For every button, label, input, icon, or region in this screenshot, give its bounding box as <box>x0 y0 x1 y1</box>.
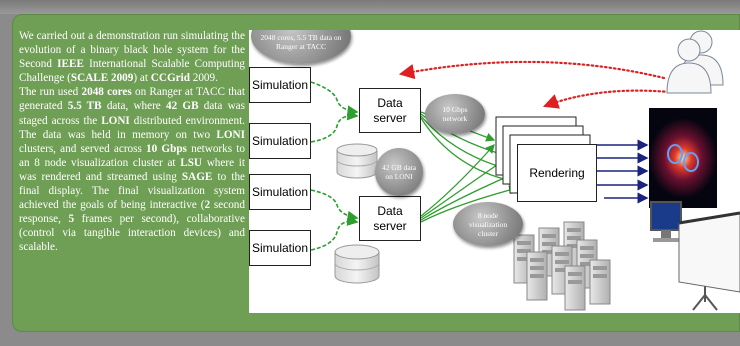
bold-run: 42 GB <box>165 100 199 113</box>
simulation-box: Simulation <box>249 123 311 159</box>
text-run: on Ranger at TACC that generated <box>19 86 245 113</box>
callout-vis-cluster: 8 node visualization cluster <box>453 202 523 246</box>
bold-run: 10 Gbps <box>146 142 187 155</box>
architecture-diagram: Simulation Simulation Simulation Simulat… <box>249 30 740 313</box>
top-strip <box>0 0 740 14</box>
display-icon <box>650 201 740 311</box>
callout-network: 10 Gbps network <box>425 94 485 134</box>
bold-run: 5 <box>68 213 75 226</box>
simulation-box: Simulation <box>249 230 311 266</box>
rendering-box: Rendering <box>517 144 597 202</box>
cluster-racks-icon <box>513 221 611 311</box>
text-run: 2009. <box>189 72 218 85</box>
text-run: We carried out a demonstration run simul… <box>19 30 245 71</box>
storage-icon <box>336 143 378 179</box>
text-run: The run used <box>19 86 82 99</box>
storage-icon <box>334 244 380 284</box>
paragraph-1: We carried out a demonstration run simul… <box>19 29 245 85</box>
bold-run: 5.5 TB <box>67 100 102 113</box>
simulation-box: Simulation <box>249 174 311 210</box>
text-run: data was staged across the <box>19 100 245 127</box>
description-text: We carried out a demonstration run simul… <box>19 29 245 255</box>
text-run: ) at <box>133 72 151 85</box>
diagram-graphics <box>310 30 740 311</box>
bold-run: SCALE 2009 <box>70 72 134 85</box>
text-run: second response, <box>19 199 245 226</box>
users-icon <box>666 30 724 94</box>
bold-run: LONI <box>101 114 130 127</box>
text-run: networks to an 8 node visualization clus… <box>19 142 245 169</box>
text-run: where it was rendered and streamed using <box>19 156 245 183</box>
text-run: International Scalable Computing Challen… <box>19 58 246 85</box>
callout-loni-data: 42 GB data on LONI <box>375 148 423 196</box>
bold-run: SAGE <box>181 170 213 183</box>
text-run: frames per second), collaborative (contr… <box>19 213 245 254</box>
text-run: to the final display. The final visualiz… <box>19 170 246 212</box>
simulation-box: Simulation <box>249 67 311 103</box>
text-run: distributed environment. The data was he… <box>19 114 245 141</box>
bold-run: LSU <box>180 156 203 169</box>
bold-run: IEEE <box>57 58 84 71</box>
data-server-box: Data server <box>359 196 421 241</box>
bold-run: 2 <box>204 199 211 212</box>
black-hole-visualization <box>649 108 717 208</box>
text-run: data, where <box>101 100 166 113</box>
bold-run: CCGrid <box>150 72 190 85</box>
data-server-box: Data server <box>359 88 421 133</box>
bold-run: LONI <box>216 128 245 141</box>
text-run: clusters, and served across <box>19 142 147 155</box>
paragraph-2: The run used 2048 cores on Ranger at TAC… <box>19 85 245 254</box>
bold-run: 2048 cores <box>81 86 132 99</box>
